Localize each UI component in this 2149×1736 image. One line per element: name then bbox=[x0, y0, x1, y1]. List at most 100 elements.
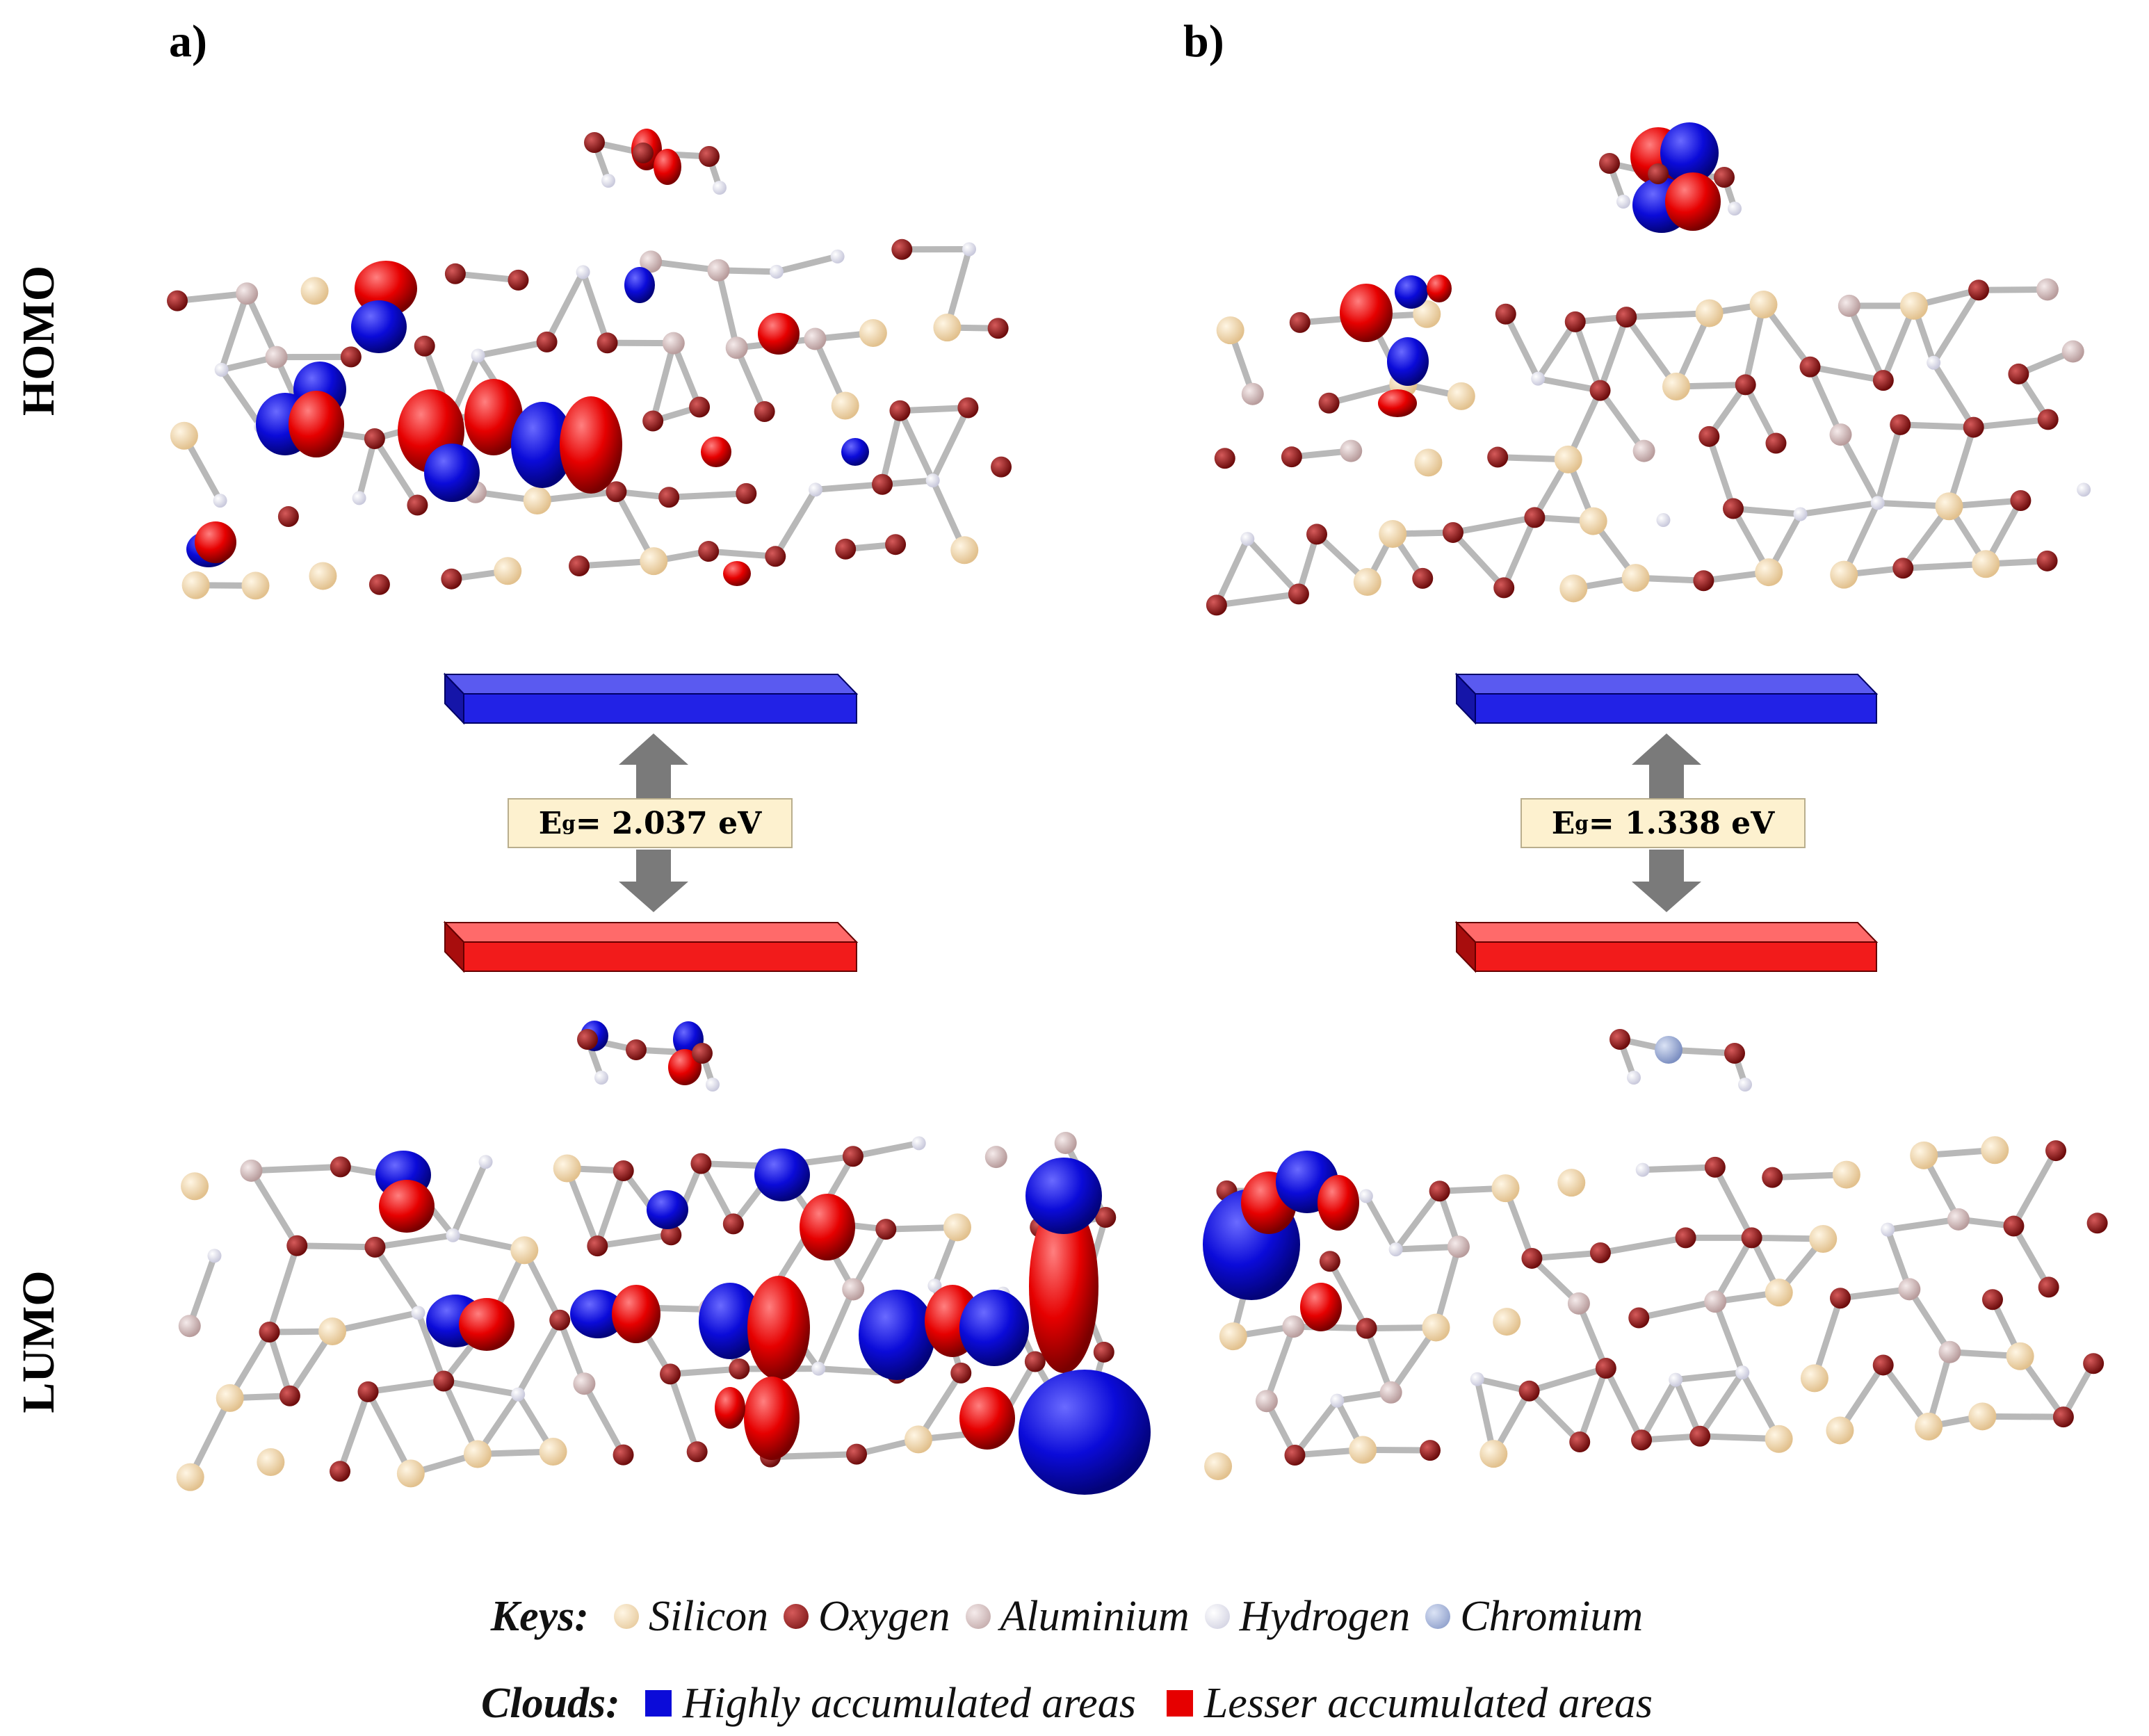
oxygen-atom bbox=[2008, 363, 2029, 384]
silicon-atom bbox=[1968, 1402, 1997, 1431]
silicon-atom bbox=[241, 571, 270, 600]
bond bbox=[1534, 375, 1604, 394]
bond bbox=[1712, 1234, 1755, 1305]
bond bbox=[1450, 514, 1538, 536]
aluminium-atom bbox=[1829, 423, 1852, 446]
bond bbox=[1244, 535, 1302, 597]
silicon-atom bbox=[300, 277, 329, 305]
oxygen-atom bbox=[689, 396, 711, 418]
hydrogen-atom bbox=[411, 1306, 425, 1320]
oxygen-atom bbox=[1521, 1247, 1543, 1269]
silicon-atom bbox=[396, 1459, 425, 1488]
oxygen-atom bbox=[1981, 1289, 2003, 1311]
oxygen-atom bbox=[633, 143, 654, 163]
legend-key-aluminium: Aluminium bbox=[965, 1592, 1190, 1641]
low-accumulation-cloud bbox=[464, 379, 523, 455]
bond bbox=[1672, 1369, 1746, 1384]
bond bbox=[715, 267, 740, 351]
hydrogen-atom bbox=[1735, 1365, 1750, 1380]
hydrogen-atom bbox=[601, 174, 615, 188]
bond bbox=[187, 1395, 234, 1481]
low-accumulation-cloud bbox=[560, 396, 622, 494]
oxygen-atom bbox=[658, 487, 680, 508]
oxygen-atom bbox=[1765, 432, 1787, 454]
aluminium-atom bbox=[842, 1278, 865, 1301]
low-accumulation-cloud bbox=[701, 437, 731, 467]
oxygen-atom bbox=[1628, 1307, 1650, 1329]
hydrogen-atom bbox=[1330, 1393, 1345, 1408]
bond bbox=[1930, 286, 1982, 366]
oxygen-atom bbox=[835, 538, 857, 560]
bond bbox=[772, 486, 819, 560]
oxygen-atom bbox=[1442, 521, 1463, 543]
bond bbox=[594, 1231, 674, 1249]
oxygen-atom bbox=[357, 1381, 379, 1402]
legend-clouds: Clouds: Highly accumulated areas Lesser … bbox=[0, 1672, 2149, 1735]
oxygen-atom bbox=[2083, 1353, 2105, 1374]
oxygen-atom bbox=[569, 555, 590, 577]
panel-label-b: b) bbox=[1183, 16, 1224, 67]
oxygen-atom bbox=[1318, 392, 1340, 414]
oxygen-atom bbox=[330, 1461, 351, 1482]
oxygen-swatch bbox=[784, 1604, 809, 1629]
band-gap-subscript-a: g bbox=[562, 811, 576, 835]
legend-key-chromium: Chromium bbox=[1425, 1592, 1643, 1641]
oxygen-atom bbox=[1704, 1156, 1726, 1178]
silicon-atom bbox=[1830, 560, 1858, 589]
high-accumulation-cloud bbox=[647, 1190, 688, 1229]
legend-key-chromium-label: Chromium bbox=[1460, 1592, 1644, 1640]
oxygen-atom bbox=[606, 481, 627, 503]
lumo-structure-a bbox=[176, 1021, 1151, 1495]
oxygen-atom bbox=[444, 263, 466, 284]
oxygen-atom bbox=[660, 1363, 681, 1385]
bond bbox=[594, 1167, 627, 1249]
oxygen-atom bbox=[1735, 374, 1756, 396]
bond bbox=[733, 344, 768, 415]
oxygen-atom bbox=[736, 482, 757, 504]
bond bbox=[850, 1226, 889, 1292]
silicon-atom bbox=[1935, 492, 1963, 521]
aluminium-atom bbox=[1838, 294, 1860, 317]
homo-structure-b bbox=[1206, 122, 2091, 616]
low-accumulation-swatch bbox=[1166, 1690, 1193, 1717]
silicon-atom bbox=[1579, 507, 1607, 535]
silicon-atom bbox=[257, 1447, 285, 1476]
bond bbox=[1500, 514, 1538, 591]
high-accumulation-cloud bbox=[699, 1283, 761, 1359]
hydrogen-swatch bbox=[1204, 1604, 1230, 1629]
low-accumulation-cloud bbox=[1029, 1199, 1098, 1373]
oxygen-atom bbox=[885, 534, 907, 555]
oxygen-atom bbox=[433, 1370, 455, 1392]
silicon-atom bbox=[1755, 558, 1783, 587]
bond bbox=[544, 268, 587, 346]
oxygen-atom bbox=[699, 146, 720, 167]
silicon-atom bbox=[1379, 520, 1407, 549]
low-accumulation-cloud bbox=[800, 1194, 855, 1260]
hydrogen-atom bbox=[706, 1078, 720, 1092]
low-accumulation-cloud bbox=[723, 561, 751, 586]
legend-key-aluminium-label: Aluminium bbox=[1000, 1592, 1190, 1640]
silicon-atom bbox=[1413, 300, 1441, 328]
oxygen-atom bbox=[1289, 311, 1311, 333]
hydrogen-atom bbox=[1870, 496, 1885, 510]
oxygen-atom bbox=[1599, 153, 1620, 174]
oxygen-atom bbox=[1093, 1341, 1114, 1363]
oxygen-atom bbox=[1524, 507, 1546, 528]
hydrogen-atom bbox=[925, 473, 940, 488]
silicon-atom bbox=[1765, 1425, 1793, 1453]
oxygen-atom bbox=[698, 541, 720, 562]
silicon-atom bbox=[1765, 1279, 1793, 1307]
legend-key-oxygen: Oxygen bbox=[784, 1592, 950, 1641]
bond bbox=[667, 1370, 701, 1455]
aluminium-atom bbox=[240, 1159, 263, 1182]
high-accumulation-cloud bbox=[841, 438, 869, 466]
silicon-atom bbox=[1662, 373, 1690, 401]
bond bbox=[1263, 1323, 1297, 1404]
hydrogen-atom bbox=[576, 265, 590, 279]
bond bbox=[371, 1244, 422, 1316]
bond bbox=[667, 1365, 743, 1377]
aluminium-atom bbox=[265, 346, 288, 368]
oxygen-atom bbox=[1830, 1288, 1851, 1309]
